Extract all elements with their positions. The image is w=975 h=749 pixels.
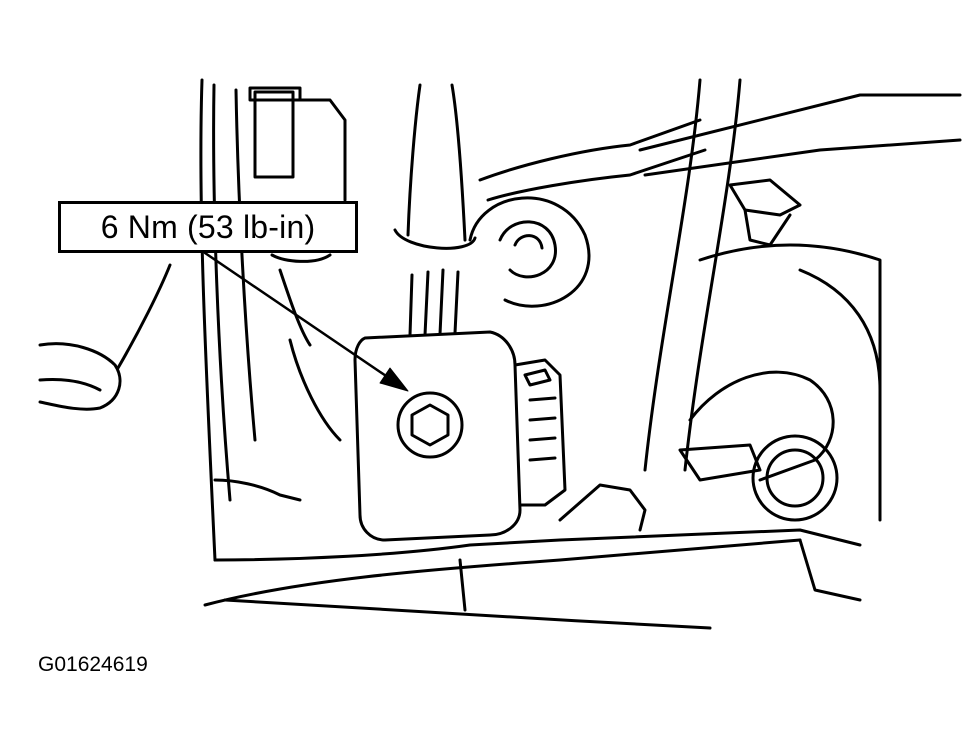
right-pipe-bottom: [643, 138, 962, 177]
lower-connector-block: [558, 483, 647, 532]
side-connector-latch: [523, 368, 552, 387]
upper-pipe-top: [478, 118, 702, 182]
right-mount-outline: [698, 243, 882, 522]
right-lever: [688, 370, 835, 482]
cowl-line-2: [212, 83, 232, 502]
right-connector-clip: [743, 208, 792, 247]
right-mount-inner: [798, 268, 882, 392]
right-rod-left: [643, 78, 702, 472]
left-bracket-inner: [38, 378, 102, 392]
right-pipe-top: [638, 93, 962, 152]
torque-spec-text: 6 Nm (53 lb-in): [100, 208, 316, 245]
sensor-module-body: [353, 330, 522, 542]
upper-hose-right: [450, 83, 467, 242]
cowl-line-3: [234, 88, 257, 442]
relay-bracket: [291, 98, 347, 202]
right-rod-right: [683, 78, 742, 472]
round-plug-outer: [751, 434, 839, 522]
lower-panel-edge-1: [203, 538, 802, 607]
lower-panel-right: [458, 558, 467, 612]
lower-left-hose: [213, 478, 302, 502]
sensor-module-wires: [408, 268, 460, 337]
hose-coil-inner: [498, 220, 557, 279]
cowl-line-1: [199, 78, 217, 562]
left-lower-housing: [116, 263, 172, 370]
lower-panel-edge-2: [223, 598, 712, 630]
torque-callout-box: 6 Nm (53 lb-in): [58, 201, 358, 253]
relay-clip: [253, 90, 295, 179]
left-bracket-outline: [38, 342, 122, 411]
lower-panel-upper: [213, 528, 862, 562]
hose-coil-outer: [468, 196, 591, 308]
wire-harness-left-2: [288, 338, 342, 442]
side-connector-ribs: [528, 396, 557, 462]
hex-bolt-icon: [410, 403, 450, 447]
upper-hose-join: [393, 228, 477, 250]
callout-arrow-icon: [379, 367, 409, 392]
right-connector-bracket: [728, 178, 802, 217]
plug-bracket: [678, 443, 762, 482]
figure-id-label: G01624619: [38, 653, 148, 676]
callout-leader-line: [203, 251, 394, 382]
hose-coil-core: [513, 234, 544, 250]
upper-hose-left: [406, 83, 422, 237]
round-plug-inner: [765, 448, 825, 508]
lower-panel-corner: [798, 538, 862, 602]
hex-bolt-washer: [396, 391, 464, 459]
side-connector: [513, 358, 567, 507]
upper-pipe-bottom: [486, 148, 707, 202]
